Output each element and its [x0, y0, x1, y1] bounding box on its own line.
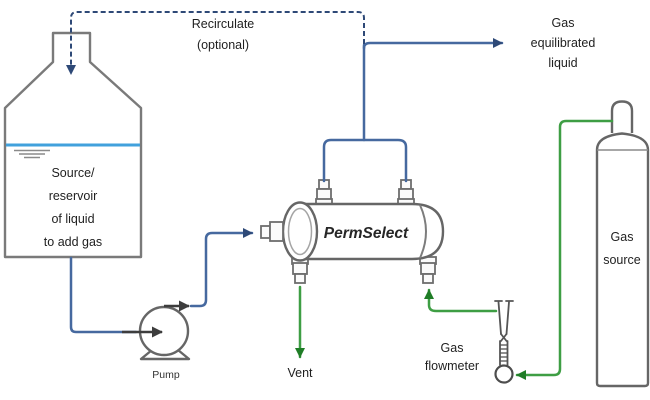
membrane-module: [260, 179, 445, 284]
liquid-piping: [69, 38, 504, 334]
liquid-surface-hatch: [14, 149, 50, 159]
pump-label: Pump: [152, 369, 180, 381]
gas-piping: [295, 119, 614, 380]
top-left-port: [315, 179, 333, 207]
cylinder-to-flowmeter-pipe: [515, 119, 614, 380]
flowmeter-label-line2: flowmeter: [425, 359, 479, 373]
pump-to-module-pipe: [189, 228, 254, 308]
flowmeter-tube: [494, 300, 514, 366]
gas-source-label-line2: source: [603, 253, 641, 267]
reservoir-label-line4: to add gas: [44, 235, 102, 249]
top-right-port: [397, 179, 415, 207]
module-body: [298, 202, 445, 261]
tank-outline: [3, 31, 143, 259]
recirculate-pipe: [66, 11, 365, 75]
module-label: PermSelect: [324, 225, 409, 242]
recirculate-label-line1: Recirculate: [192, 17, 255, 31]
reservoir-tank: [3, 31, 143, 259]
equilibrated-liquid-pipe: [362, 38, 504, 50]
module-top-manifold: [322, 138, 408, 183]
gas-equilibrated-label-line3: liquid: [548, 56, 577, 70]
gas-flowmeter: [494, 300, 514, 384]
cylinder-valve: [610, 100, 634, 133]
module-inlet-fitting: [260, 221, 284, 242]
tank-to-pump-pipe: [69, 256, 138, 334]
gas-cylinder: [595, 100, 650, 388]
module-left-cap-inner: [287, 207, 313, 256]
cylinder-body: [595, 150, 650, 388]
flowmeter-label-line1: Gas: [441, 341, 464, 355]
vent-label: Vent: [287, 366, 313, 380]
module-end-seam: [419, 204, 427, 259]
reservoir-label-line3: of liquid: [51, 212, 94, 226]
flowmeter-float-ball: [494, 364, 514, 384]
labels: Recirculate (optional) Gas equilibrated …: [44, 16, 641, 381]
gas-equilibrated-label-line2: equilibrated: [531, 36, 596, 50]
gas-equilibrated-label-line1: Gas: [552, 16, 575, 30]
pump-flow-arrows: [122, 300, 190, 338]
reservoir-label-line2: reservoir: [49, 189, 98, 203]
cylinder-dome: [595, 132, 650, 151]
recirculate-label-line2: (optional): [197, 38, 249, 52]
flowmeter-to-module-pipe: [424, 288, 498, 313]
reservoir-label-line1: Source/: [51, 166, 95, 180]
flowmeter-scale-ticks: [499, 344, 508, 362]
gas-source-label-line1: Gas: [611, 230, 634, 244]
bottom-right-port: [419, 256, 437, 284]
